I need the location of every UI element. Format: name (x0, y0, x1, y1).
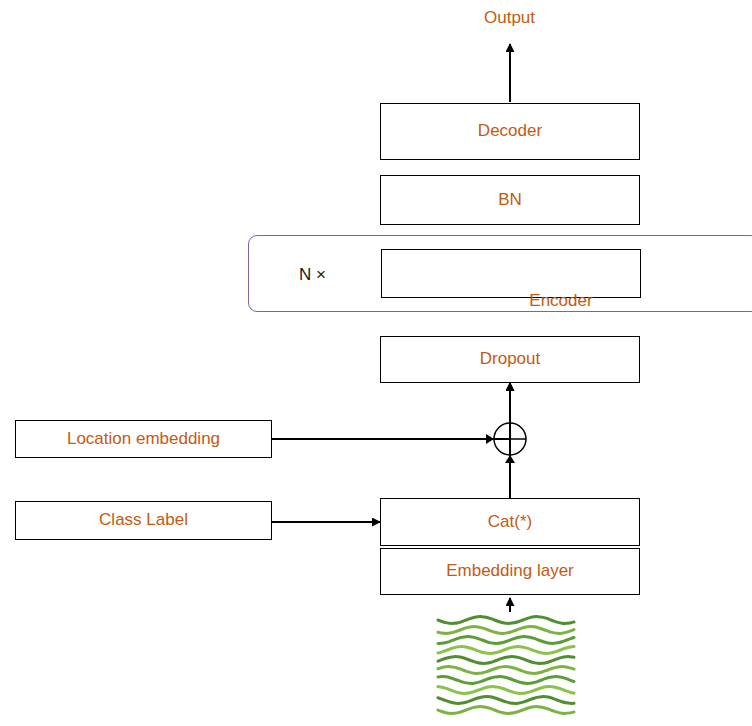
class-label-box: Class Label (15, 501, 272, 540)
box-label: Cat(*) (488, 512, 532, 532)
box-label: Decoder (478, 121, 542, 141)
wave-stroke (438, 687, 574, 694)
location-embedding-box: Location embedding (15, 420, 272, 458)
merge-arrowheads (486, 434, 515, 463)
bn-box: BN (380, 175, 640, 225)
dropout-box: Dropout (380, 336, 640, 383)
wave-stroke (438, 677, 574, 684)
box-label: Class Label (99, 510, 188, 530)
output-arrow (509, 44, 511, 102)
wave-stroke (438, 657, 574, 664)
input-arrow (509, 598, 511, 612)
box-label: Embedding layer (446, 561, 574, 581)
output-label: Output (484, 8, 535, 28)
decoder-box: Decoder (380, 103, 640, 160)
box-label: Encoder (529, 291, 592, 311)
wave-stroke (438, 697, 574, 704)
wave-stroke (438, 667, 574, 674)
encoder-stack-group: N × Encoder (248, 235, 752, 312)
wave-stroke (438, 627, 574, 634)
cat-box: Cat(*) (380, 498, 640, 546)
flow-arrow (272, 521, 380, 523)
box-label: Location embedding (67, 429, 220, 449)
repeat-count: N × (299, 265, 326, 285)
box-label: Dropout (480, 349, 540, 369)
embedding-layer-box: Embedding layer (380, 548, 640, 595)
wave-stroke (438, 707, 574, 714)
box-label: BN (498, 190, 522, 210)
flow-arrow (272, 383, 510, 439)
wave-stroke (438, 647, 574, 654)
encoder-box: Encoder (381, 249, 641, 298)
wave-stroke (438, 617, 574, 624)
input-sequence-illustration (438, 617, 574, 714)
wave-stroke (438, 637, 574, 644)
